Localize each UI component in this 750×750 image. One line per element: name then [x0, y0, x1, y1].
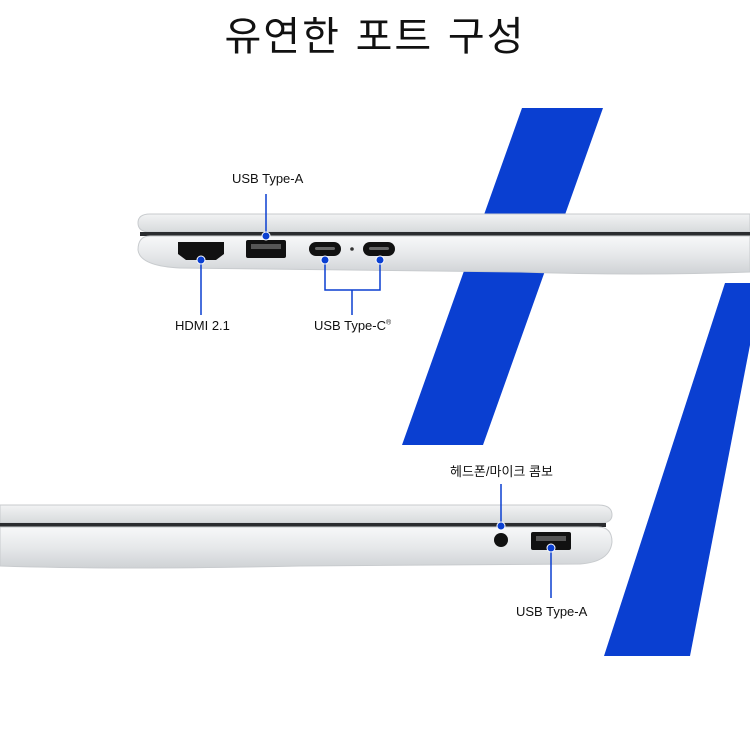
usb-a-port-tongue-top [251, 244, 281, 249]
registered-mark: ® [386, 319, 392, 327]
laptop-right-side [0, 504, 613, 569]
laptop-bottom-lid [0, 504, 613, 524]
hdmi-port-icon [178, 242, 224, 260]
callout-dots-lower [496, 521, 556, 553]
laptop-bottom-hinge-gap [0, 523, 606, 527]
callouts-upper [200, 194, 381, 315]
laptop-top-hinge-gap [140, 232, 750, 236]
charge-indicator-icon [350, 247, 354, 251]
blue-stripe-upper [402, 108, 603, 445]
usb-c-port-tongue-1 [315, 247, 335, 250]
callouts-lower [500, 484, 552, 598]
laptop-top-lid [137, 213, 750, 233]
label-hdmi: HDMI 2.1 [175, 318, 230, 333]
audio-jack-icon [494, 533, 508, 547]
laptop-left-side [137, 213, 750, 275]
blue-stripe-lower [604, 283, 750, 656]
callout-dots-upper [196, 231, 385, 265]
page-title: 유연한 포트 구성 [224, 14, 526, 60]
label-usb-c-text: USB Type-C [314, 318, 387, 333]
label-usb-a-bottom: USB Type-A [516, 604, 588, 619]
laptop-top-base [137, 235, 750, 275]
label-usb-c: USB Type-C® [314, 318, 391, 333]
laptop-bottom-base [0, 526, 613, 569]
usb-c-port-tongue-2 [369, 247, 389, 250]
usb-a-port-tongue-bottom [536, 536, 566, 541]
label-audio-combo: 헤드폰/마이크 콤보 [450, 464, 553, 479]
label-usb-a-top: USB Type-A [232, 171, 304, 186]
